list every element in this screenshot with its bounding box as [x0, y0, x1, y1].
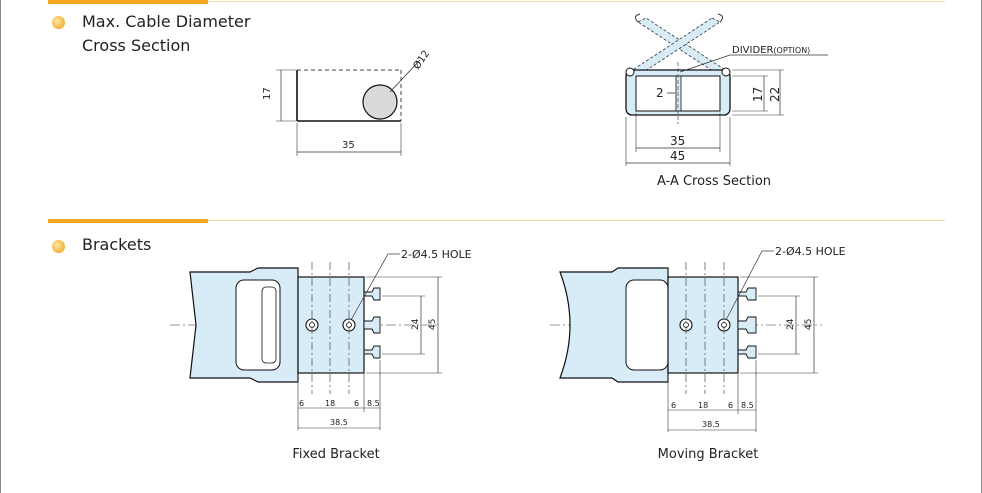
dim-45-label: 45	[428, 319, 438, 330]
dim-width-label: 35	[342, 140, 355, 151]
aa-caption: A-A Cross Section	[656, 174, 772, 189]
divider-label: DIVIDER(OPTION)	[732, 45, 810, 56]
hole-label: 2-Ø4.5 HOLE	[775, 245, 846, 258]
dim-385-label: 38.5	[330, 418, 348, 427]
section-rule	[208, 220, 945, 221]
moving-bracket-caption: Moving Bracket	[657, 447, 759, 462]
dim-85-label: 8.5	[367, 399, 380, 408]
section-bullet-icon	[52, 240, 65, 253]
section-title-line: Max. Cable Diameter	[82, 12, 251, 31]
page-border-left	[0, 0, 1, 493]
dim-85-label: 8.5	[741, 401, 754, 410]
section-title-brackets: Brackets	[82, 235, 152, 254]
dim-18-label: 18	[325, 399, 335, 408]
dim-24-label: 24	[411, 318, 421, 330]
fixed-bracket-caption: Fixed Bracket	[292, 447, 380, 462]
section-accent-bar	[48, 0, 208, 4]
dim-6a-label: 6	[671, 401, 676, 410]
dim-height-label: 17	[262, 87, 273, 100]
hole-label: 2-Ø4.5 HOLE	[401, 248, 472, 261]
dim-6b-label: 6	[728, 401, 733, 410]
section-title-line: Cross Section	[82, 36, 191, 55]
dim-24-label: 24	[786, 318, 796, 330]
section-rule	[208, 1, 945, 2]
dim-gap-label: 2	[656, 86, 664, 100]
dim-385-label: 38.5	[702, 420, 720, 429]
dim-inner-w-label: 35	[670, 134, 685, 148]
section-bullet-icon	[52, 16, 65, 29]
dim-outer-w-label: 45	[670, 149, 685, 163]
section-title-cable: Max. Cable Diameter Cross Section	[82, 10, 250, 58]
section-accent-bar	[48, 219, 208, 223]
dim-6a-label: 6	[299, 399, 304, 408]
dim-18-label: 18	[698, 401, 708, 410]
dim-6b-label: 6	[354, 399, 359, 408]
dim-outer-h-label: 22	[768, 87, 782, 102]
dim-45-label: 45	[804, 319, 814, 330]
dim-inner-h-label: 17	[751, 87, 765, 102]
